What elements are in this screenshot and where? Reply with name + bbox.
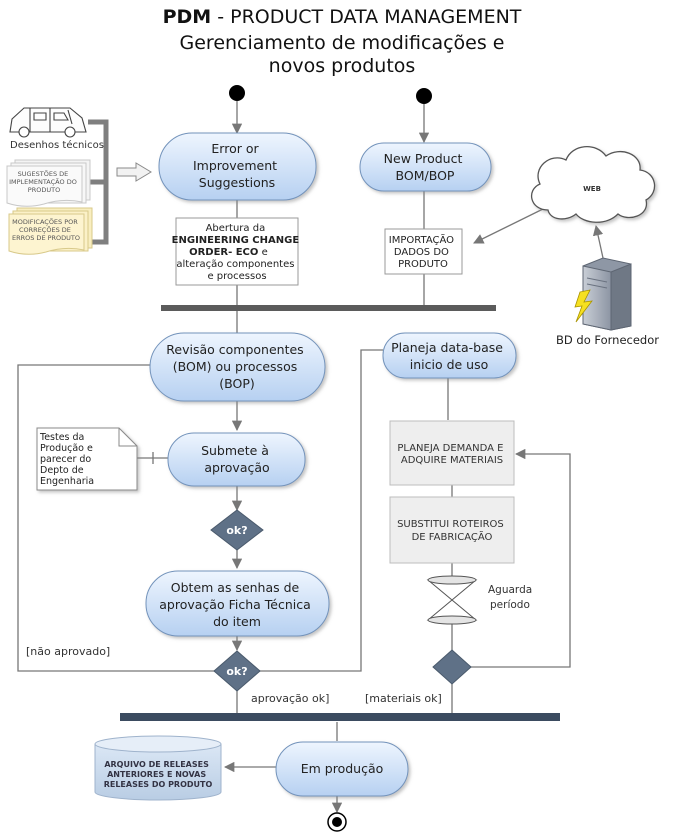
svg-text:SUGESTÕES DE IMPLEMENTAÇ: SUGESTÕES DE IMPLEMENTAÇÃO DO PRODUTO — [9, 169, 79, 194]
task-substitui — [389, 496, 515, 564]
sources-bracket — [88, 119, 109, 245]
em-producao-label: Em produção — [301, 761, 384, 776]
svg-text:SUBSTITUI ROTEIROS DE F: SUBSTITUI ROTEIROS DE FABRICAÇÃO — [397, 519, 507, 543]
fork-bar-top — [161, 305, 496, 311]
lightning-icon — [574, 289, 593, 323]
note-importacao — [384, 228, 463, 275]
note-testes — [36, 427, 138, 491]
svg-text:Testes da Produção e: Testes da Produção e parecer do Depto de… — [39, 432, 96, 487]
svg-text:Planeja data-base inicio: Planeja data-base inicio de uso — [391, 340, 507, 372]
web-cloud-icon — [530, 146, 656, 223]
note-eco — [175, 217, 299, 286]
activity-error-suggestions — [158, 132, 317, 201]
svg-text:ok?: ok? — [226, 524, 247, 537]
archive-database-icon — [94, 735, 222, 801]
activity-revisao — [149, 332, 326, 402]
svg-text:ok?: ok? — [226, 665, 247, 678]
guard-aprovacao-ok: aprovação ok] — [251, 692, 329, 705]
decision-ok-2 — [213, 650, 261, 692]
svg-text:PLANEJA DEMANDA E ADQUIR: PLANEJA DEMANDA E ADQUIRE MATERIAIS — [397, 443, 506, 466]
server-icon — [574, 257, 632, 331]
activity-new-product — [359, 142, 492, 192]
activity-submete — [167, 432, 306, 487]
guard-nao-aprovado: [não aprovado] — [26, 645, 110, 658]
guard-materiais-ok: [materiais ok] — [365, 692, 442, 705]
page-title: PDM - PRODUCT DATA MANAGEMENT — [162, 6, 522, 28]
svg-text:WEB: WEB — [583, 185, 601, 193]
initial-node-1 — [229, 85, 245, 101]
activity-em-producao — [275, 741, 409, 797]
decision-materiais — [432, 649, 472, 685]
svg-text:ARQUIVO DE RELEASES ANTE: ARQUIVO DE RELEASES ANTERIORES E NOVAS R… — [104, 760, 213, 789]
activity-planeja-data — [382, 332, 517, 379]
svg-text:IMPORTAÇÃO DADOS DO: IMPORTAÇÃO DADOS DO PRODUTO — [389, 233, 457, 270]
car-drawing-icon — [9, 107, 87, 138]
activity-obtem — [145, 570, 330, 637]
modifications-document-icon — [8, 207, 93, 255]
svg-text:Submete à aprovação: Submete à aprovação — [201, 443, 273, 475]
svg-text:Error or Improvement: Error or Improvement Suggestions — [193, 141, 281, 190]
svg-text:Abertura da ENGINEERING: Abertura da ENGINEERING CHANGE ORDER- EC… — [172, 223, 303, 282]
page-subtitle-line1: Gerenciamento de modificações e — [179, 32, 505, 54]
sources-arrow-icon — [116, 162, 152, 182]
final-node — [327, 812, 347, 832]
fornecedor-label: BD do Fornecedor — [556, 333, 659, 347]
hourglass-icon — [426, 575, 478, 625]
page-subtitle-line2: novos produtos — [268, 55, 416, 77]
svg-text:New Product BOM/BOP: New Product BOM/BOP — [384, 151, 467, 183]
decision-ok-1 — [210, 509, 264, 551]
task-planeja-demanda — [389, 420, 515, 486]
join-bar-bottom — [120, 713, 560, 721]
drawings-label: Desenhos técnicos — [10, 139, 104, 151]
svg-text:Aguarda período: Aguarda período — [488, 584, 536, 611]
svg-text:Obtem as senhas de aprov: Obtem as senhas de aprovação Ficha Técni… — [159, 580, 315, 629]
svg-text:MODIFICAÇÕES POR CORREÇÕ: MODIFICAÇÕES POR CORREÇÕES DE ERROS DE P… — [12, 217, 80, 242]
initial-node-2 — [416, 88, 432, 104]
svg-text:Revisão componentes (BOM: Revisão componentes (BOM) ou processos (… — [166, 342, 307, 391]
suggestions-document-icon — [6, 159, 91, 207]
